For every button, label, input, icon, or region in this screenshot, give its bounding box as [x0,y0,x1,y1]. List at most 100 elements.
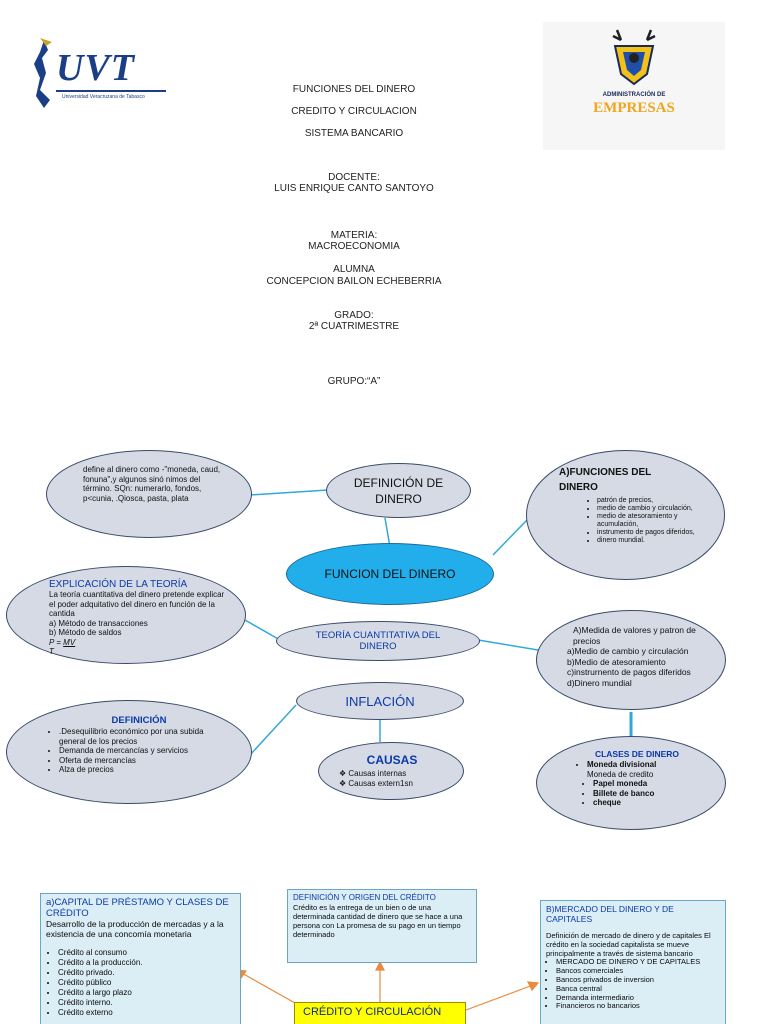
list-item: A)Medida de valores y patron de precios [573,625,696,646]
formula-mv: MV [63,637,76,647]
capital-box: a)CAPITAL DE PRÉSTAMO Y CLASES DE CRÉDIT… [40,893,241,1024]
center-title: FUNCION DEL DINERO [324,567,456,581]
credito-circulacion-box: CRÉDITO Y CIRCULACIÓN [294,1002,466,1024]
materia-name: MACROECONOMIA [308,241,400,252]
grupo-label: GRUPO:“A” [327,376,381,387]
list-item: Crédito privado. [58,968,235,978]
origen-box: DEFINICIÓN Y ORIGEN DEL CRÉDITO Crédito … [287,889,477,963]
list-item: dinero mundial. [597,537,700,545]
causas-title: CAUSAS [366,753,418,767]
list-item: Crédito interno. [58,998,235,1008]
title-line-2: CREDITO Y CIRCULACION [291,106,417,117]
inflacion-node: INFLACIÓN [296,682,464,720]
mercado-text: Definición de mercado de dinero y de cap… [546,931,711,958]
def-list: .Desequilibrio económico por una subida … [49,727,229,775]
list-item: ❖ Causas extern1sn [339,779,463,789]
list-item: Billete de banco [593,789,705,799]
line-teoria-medida [477,639,539,651]
grado-value: 2ª CUATRIMESTRE [308,321,400,332]
list-item: Crédito externo [58,1008,235,1018]
diamond-bullet-icon: ❖ [339,769,349,778]
list-item: Moneda de credito [587,769,654,779]
list-item: instrumento de pagos diferidos, [597,529,700,537]
capital-title: a)CAPITAL DE PRÉSTAMO Y CLASES DE CRÉDIT… [46,897,229,919]
causas-list: ❖ Causas internas ❖ Causas extern1sn [339,769,463,788]
uvt-emblem-icon [34,38,166,108]
list-item: d)Dinero mundial [567,677,632,688]
title-line-1: FUNCIONES DEL DINERO [292,84,416,95]
inflacion-title: INFLACIÓN [345,693,415,709]
adm-logo-line2: EMPRESAS [593,100,675,116]
teoria-title: TEORÍA CUANTITATIVA DEL DINERO [315,630,441,652]
funciones-list: patrón de precios, medio de cambio y cir… [559,497,700,545]
mercado-list: MERCADO DE DINERO Y DE CAPITALES Bancos … [546,958,720,1011]
center-node: FUNCION DEL DINERO [286,543,494,605]
definicion-title-node: DEFINICIÓN DE DINERO [326,463,471,518]
explicacion-a: a) Método de transacciones [49,618,148,628]
list-item: Crédito a la producción. [58,958,235,968]
explicacion-b: b) Método de saldos [49,628,122,637]
formula: P = MV [49,638,225,648]
list-item: Alza de precios [59,765,229,775]
list-item: Papel moneda [593,779,705,789]
mercado-title: B)MERCADO DEL DINERO Y DE CAPITALES [546,904,674,924]
deer-shield-icon [612,29,656,86]
list-item: Oferta de mercancías [59,756,229,766]
list-item: Bancos comerciales [556,966,720,976]
medida-list: A)Medida de valores y patron de precios … [567,625,701,688]
list-item: Crédito público [58,978,235,988]
list-item: Crédito a largo plazo [58,988,235,998]
list-item: c)instrurnento de pagos diferidos [567,667,691,677]
adm-logo-line1: ADMINISTRACIÓN DE [602,92,666,98]
definicion-text-node: define al dinero como -"moneda, caud, fo… [46,450,252,538]
mercado-box: B)MERCADO DEL DINERO Y DE CAPITALES Defi… [540,900,726,1024]
line-def-text [249,489,329,496]
uvt-logo-text: UVT [56,47,135,89]
list-item: ❖ Causas internas [339,769,463,779]
explicacion-title: EXPLICACIÓN DE LA TEORÍA [49,579,188,590]
explicacion-text: La teoría cuantitativa del dinero preten… [49,590,225,618]
capital-text: Desarrollo de la producción de mercadas … [46,919,224,939]
teoria-node: TEORÍA CUANTITATIVA DEL DINERO [276,621,480,661]
clases-title: CLASES DE DINERO [594,749,680,759]
uvt-logo-subtitle: Universidad Veracruzana de Tabasco [62,94,145,100]
clases-node: CLASES DE DINERO Moneda divisional Moned… [536,736,726,830]
causas-item-label: Causas internas [348,769,407,778]
uvt-logo: UVT Universidad Veracruzana de Tabasco [22,28,180,122]
list-item: Banca central [556,984,720,994]
formula-p: P = [49,637,61,647]
list-item: a)Medio de cambio y circulación [567,646,689,656]
capital-list: Crédito al consumo Crédito a la producci… [46,948,235,1018]
title-line-3: SISTEMA BANCARIO [304,128,404,139]
list-item: .Desequilibrio económico por una subida … [59,727,229,746]
origen-text: Crédito es la entrega de un bien o de un… [293,903,463,939]
list-item: MERCADO DE DINERO Y DE CAPITALES [556,958,720,967]
list-item: Demanda intermediario [556,993,720,1003]
list-item: Demanda de mercancías y servicios [59,746,229,756]
funciones-title: A)FUNCIONES DEL DINERO [559,467,652,493]
funciones-node: A)FUNCIONES DEL DINERO patrón de precios… [526,450,725,580]
explicacion-node: EXPLICACIÓN DE LA TEORÍA La teoría cuant… [6,566,246,664]
credito-circulacion-title: CRÉDITO Y CIRCULACIÓN [303,1006,442,1018]
list-item: Financieros no bancarios [556,1002,720,1011]
clases-list: Moneda divisional Moneda de credito Pape… [577,760,705,808]
list-item: patrón de precios, [597,497,700,505]
list-item: medio de cambio y circulación, [597,505,700,513]
docente-name: LUIS ENRIQUE CANTO SANTOYO [274,183,434,194]
docente-label: DOCENTE: [328,172,380,183]
line-explicacion-teoria [244,619,281,641]
causas-node: CAUSAS ❖ Causas internas ❖ Causas extern… [318,742,464,800]
definicion-inflacion-node: DEFINICIÓN .Desequilibrio económico por … [6,700,252,804]
alumna-label: ALUMNA [333,264,375,275]
list-item: b)Medio de atesoramiento [567,656,666,667]
list-item: Bancos privados de inversion [556,975,720,985]
definicion-text: define al dinero como -"moneda, caud, fo… [83,465,221,503]
list-item: Crédito al consumo [58,948,235,958]
list-item: Moneda divisional [587,760,705,770]
line-inflacion-def [249,704,297,756]
causas-item-label: Causas extern1sn [348,778,413,788]
alumna-name: CONCEPCION BAILON ECHEBERRIA [266,276,442,287]
list-item: medio de atesoramiento y acumulación, [597,513,700,529]
diamond-bullet-icon: ❖ [339,778,349,788]
